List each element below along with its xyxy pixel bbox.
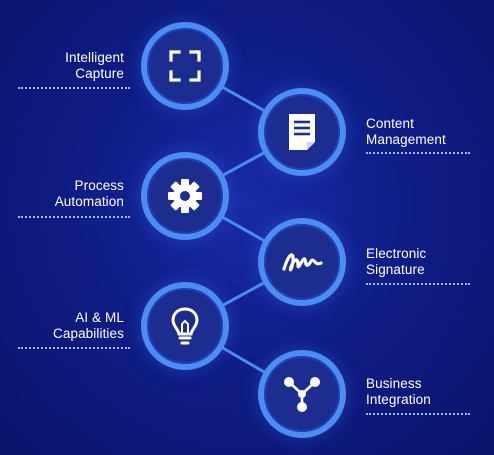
signature-icon (282, 253, 323, 272)
dotted-divider (18, 347, 130, 349)
label-line: Process (74, 178, 124, 193)
label-content-management: Content Management (366, 116, 446, 148)
node-electronic-signature (258, 218, 346, 306)
label-electronic-signature: Electronic Signature (366, 246, 426, 278)
label-line: Capabilities (53, 326, 124, 341)
label-line: Intelligent (65, 50, 124, 65)
label-line: Capture (75, 66, 124, 81)
dotted-divider (366, 283, 470, 285)
node-ai-ml-capabilities (141, 282, 229, 370)
node-intelligent-capture (141, 22, 229, 110)
capture-frame-icon (169, 50, 201, 82)
label-line: Electronic (366, 246, 427, 261)
label-line: Management (366, 132, 446, 147)
label-ai-ml-capabilities: AI & ML Capabilities (53, 310, 124, 342)
node-business-integration (258, 350, 346, 438)
label-line: Integration (366, 392, 431, 407)
document-icon (289, 114, 315, 150)
dotted-divider (366, 413, 470, 415)
node-content-management (258, 88, 346, 176)
label-intelligent-capture: Intelligent Capture (65, 50, 124, 82)
node-process-automation (141, 152, 229, 240)
label-line: Automation (54, 194, 124, 209)
gear-icon (168, 179, 202, 213)
dotted-divider (366, 152, 470, 154)
label-line: Content (366, 116, 414, 131)
label-line: AI & ML (75, 310, 124, 325)
label-line: Business (366, 376, 422, 391)
dotted-divider (18, 216, 130, 218)
label-business-integration: Business Integration (366, 376, 431, 408)
label-line: Signature (366, 262, 425, 277)
dotted-divider (18, 87, 130, 89)
network-nodes-icon (284, 377, 320, 412)
lightbulb-icon (171, 307, 199, 345)
label-process-automation: Process Automation (55, 178, 124, 210)
